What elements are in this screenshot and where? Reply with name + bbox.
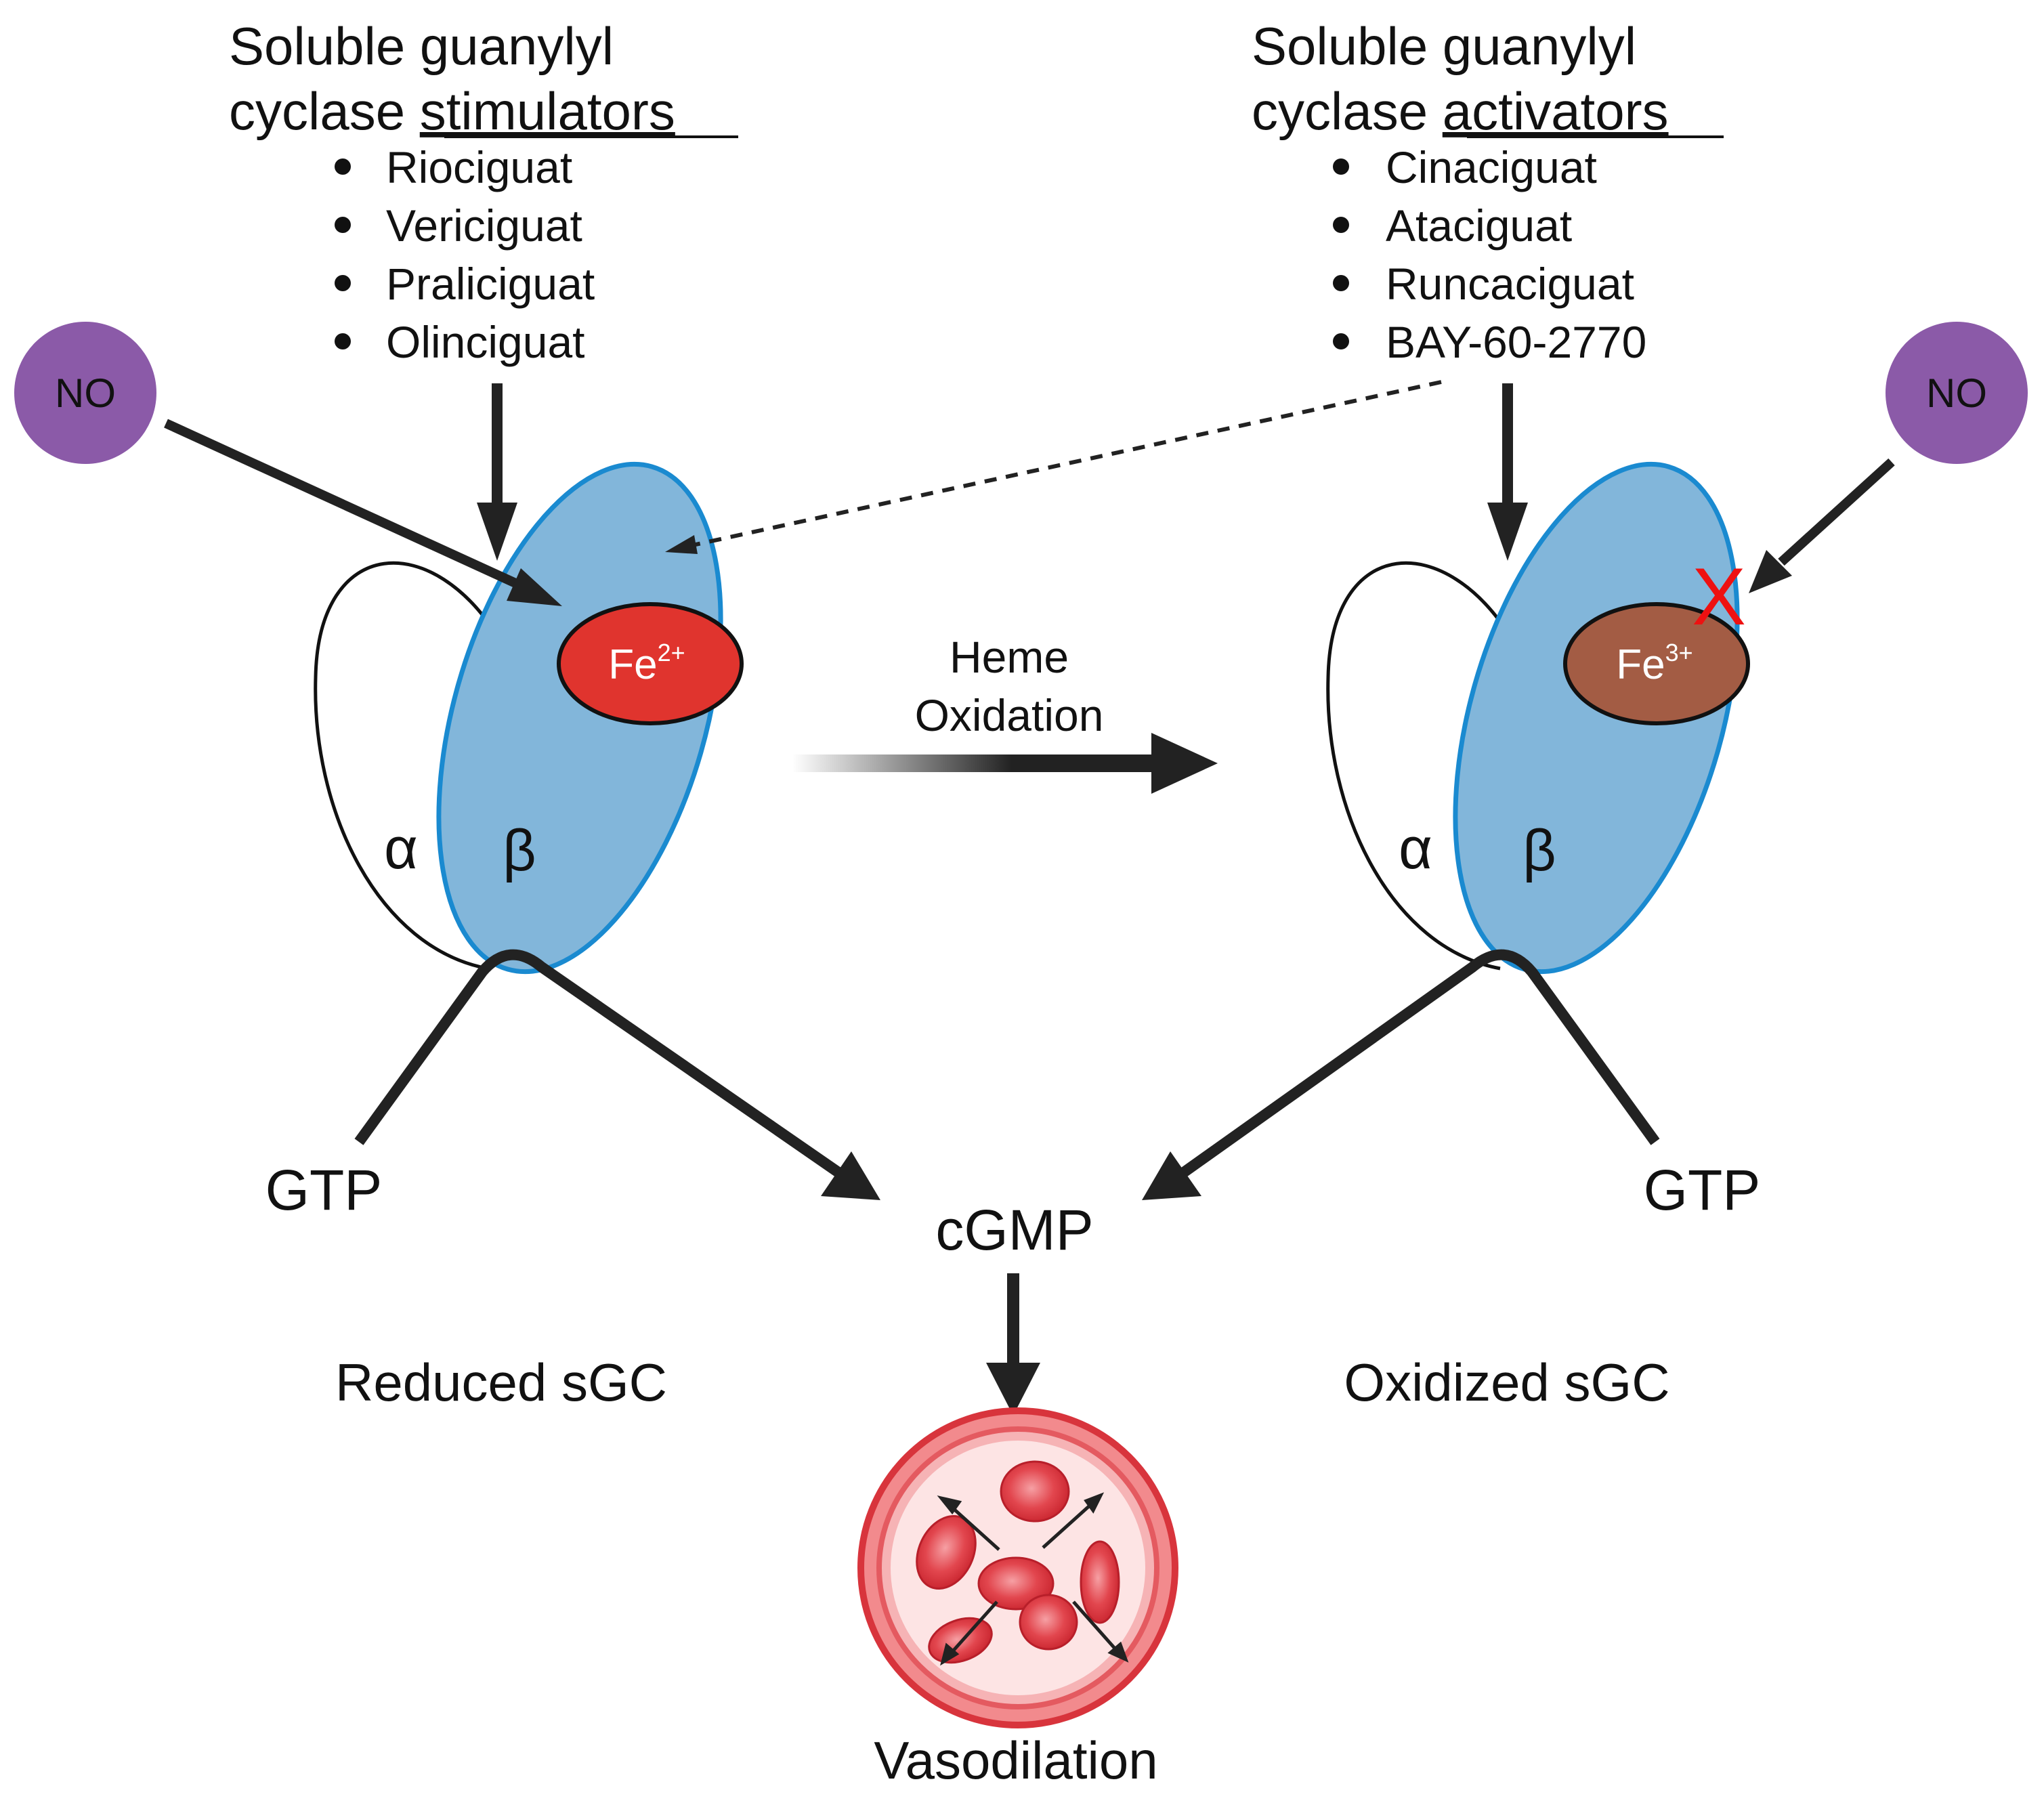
- oxidized-sgc-label: Oxidized sGC: [1344, 1353, 1669, 1412]
- oxidized-gtp-to-cgmp-arrow: [1174, 949, 1660, 1182]
- arrowhead: [507, 568, 562, 606]
- reduced-sgc: Fe2+ α β: [314, 461, 744, 975]
- activator-item: Ataciguat: [1386, 200, 1572, 251]
- stimulators-list: Riociguat Vericiguat Praliciguat Olincig…: [335, 142, 595, 367]
- activators-heading-line1: Soluble guanylyl: [1252, 16, 1636, 76]
- arrowhead: [1142, 1151, 1201, 1200]
- activator-item: Cinaciguat: [1386, 142, 1597, 192]
- stimulator-item: Vericiguat: [386, 200, 582, 251]
- vasodilation-label: Vasodilation: [874, 1730, 1157, 1790]
- red-blood-cell: [1019, 1594, 1078, 1651]
- heme-oxidation-line1: Heme: [950, 632, 1069, 682]
- arrowhead: [477, 503, 517, 561]
- no-label: NO: [55, 370, 116, 416]
- blood-vessel-icon: [857, 1407, 1178, 1728]
- reduced-gtp-to-cgmp-arrow: [354, 949, 849, 1182]
- list-bullet: [1333, 217, 1349, 233]
- red-blood-cell: [977, 1556, 1055, 1611]
- no-to-fe2-arrow: [164, 419, 525, 591]
- red-blood-cell: [1000, 1460, 1070, 1523]
- list-bullet: [1333, 333, 1349, 349]
- stimulators-keyword: stimulators: [420, 81, 675, 141]
- no-molecule-left: NO: [14, 322, 156, 464]
- stimulator-item: Praliciguat: [386, 259, 595, 309]
- activator-item: Runcaciguat: [1386, 259, 1634, 309]
- fe3-label: Fe3+: [1616, 639, 1692, 688]
- arrowhead: [1749, 550, 1792, 593]
- no-label: NO: [1926, 370, 1987, 416]
- stimulators-heading-line2: cyclase stimulators: [229, 81, 675, 141]
- arrowhead: [1151, 733, 1218, 794]
- activator-item: BAY-60-2770: [1386, 317, 1646, 367]
- stimulator-item: Olinciguat: [386, 317, 585, 367]
- list-bullet: [1333, 275, 1349, 291]
- heme-oxidation-arrow: [792, 754, 1158, 772]
- list-bullet: [1333, 158, 1349, 175]
- arrowhead: [986, 1363, 1040, 1416]
- activators-list: Cinaciguat Ataciguat Runcaciguat BAY-60-…: [1333, 142, 1646, 367]
- arrowhead: [665, 535, 698, 554]
- list-bullet: [335, 275, 351, 291]
- alpha-subunit: [314, 561, 503, 971]
- stimulator-item: Riociguat: [386, 142, 572, 192]
- activators-heading-line2: cyclase activators: [1252, 81, 1669, 141]
- fe2-label: Fe2+: [608, 639, 685, 688]
- dilation-arrows: [937, 1492, 1129, 1666]
- no-circle: [1886, 322, 2028, 464]
- activators-heading: Soluble guanylyl cyclase activators: [1252, 16, 1724, 141]
- no-molecule-right: NO: [1886, 322, 2028, 464]
- blocked-mark: X: [1692, 551, 1746, 642]
- activator-dashed-arrow: [689, 380, 1442, 548]
- reduced-gtp-label: GTP: [265, 1158, 383, 1222]
- stimulators-heading: Soluble guanylyl cyclase stimulators: [229, 16, 738, 141]
- beta-label: β: [503, 818, 536, 883]
- arrowhead: [821, 1151, 880, 1200]
- heme-oxidation-line2: Oxidation: [915, 690, 1104, 740]
- list-bullet: [335, 217, 351, 233]
- red-blood-cell: [1080, 1540, 1120, 1624]
- beta-subunit: [436, 461, 723, 975]
- list-bullet: [335, 158, 351, 175]
- reduced-sgc-label: Reduced sGC: [335, 1353, 667, 1412]
- heme-fe2: [557, 602, 744, 725]
- stimulators-heading-line1: Soluble guanylyl: [229, 16, 614, 76]
- list-bullet: [335, 333, 351, 349]
- heme-fe3: [1563, 602, 1750, 725]
- alpha-subunit: [1326, 561, 1516, 971]
- oxidized-sgc: Fe3+ α β X: [1326, 461, 1750, 975]
- arrows: [164, 380, 1895, 1416]
- cgmp-label: cGMP: [935, 1198, 1093, 1262]
- arrowhead: [1487, 503, 1528, 561]
- activators-keyword: activators: [1443, 81, 1669, 141]
- no-circle: [14, 322, 156, 464]
- beta-label: β: [1523, 818, 1556, 883]
- no-to-fe3-arrow: [1778, 458, 1895, 566]
- alpha-label: α: [384, 816, 418, 881]
- oxidized-gtp-label: GTP: [1644, 1158, 1761, 1222]
- beta-subunit: [1453, 461, 1740, 975]
- alpha-label: α: [1399, 816, 1432, 881]
